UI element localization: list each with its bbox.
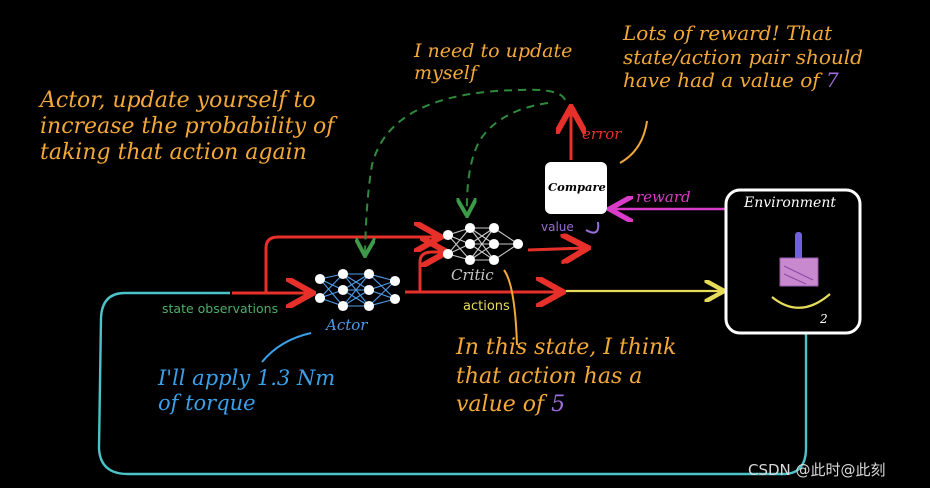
critic-network-icon	[442, 222, 524, 266]
reward-note: Lots of reward! That state/action pair s…	[623, 21, 863, 93]
state-feedback-loop	[97, 291, 808, 476]
actor-update-note: Actor, update yourself to increase the p…	[40, 88, 335, 165]
critic-value-note-value: 5	[551, 392, 566, 418]
compare-label: Compare	[548, 180, 606, 194]
update-critic-dashed-arrow	[467, 102, 549, 214]
critic-value-note: In this state, I think that action has a…	[456, 334, 677, 420]
critic-value-note-text: In this state, I think that action has a…	[456, 335, 677, 418]
rotation-mark: 2	[820, 312, 828, 326]
critic-self-update-note: I need to update myself	[414, 40, 573, 85]
environment-label: Environment	[744, 195, 836, 211]
critic-note-connector	[503, 269, 518, 346]
action-to-critic-arrow	[418, 252, 444, 292]
reward-note-text: Lots of reward! That state/action pair s…	[623, 21, 863, 93]
pendulum-base	[779, 257, 819, 287]
state-to-critic-arrow	[264, 237, 438, 293]
value-label: value	[541, 220, 574, 234]
actor-torque-note: I'll apply 1.3 Nm of torque	[158, 366, 336, 415]
watermark: CSDN @此时@此刻	[748, 461, 886, 479]
torque-note-connector	[261, 332, 312, 363]
actions-label: actions	[463, 299, 510, 314]
critic-label: Critic	[451, 266, 494, 284]
actor-label: Actor	[326, 316, 368, 334]
actor-network-icon	[314, 268, 401, 312]
reward-note-connector	[619, 120, 648, 164]
critic-to-compare-arrow	[527, 248, 585, 250]
reward-note-value: 7	[826, 68, 839, 93]
value-line	[585, 221, 600, 234]
compare-box	[545, 162, 607, 214]
error-label: error	[582, 125, 622, 143]
reward-label: reward	[636, 188, 691, 206]
state-observations-label: state observations	[162, 301, 279, 316]
rotation-arrow	[771, 293, 831, 309]
